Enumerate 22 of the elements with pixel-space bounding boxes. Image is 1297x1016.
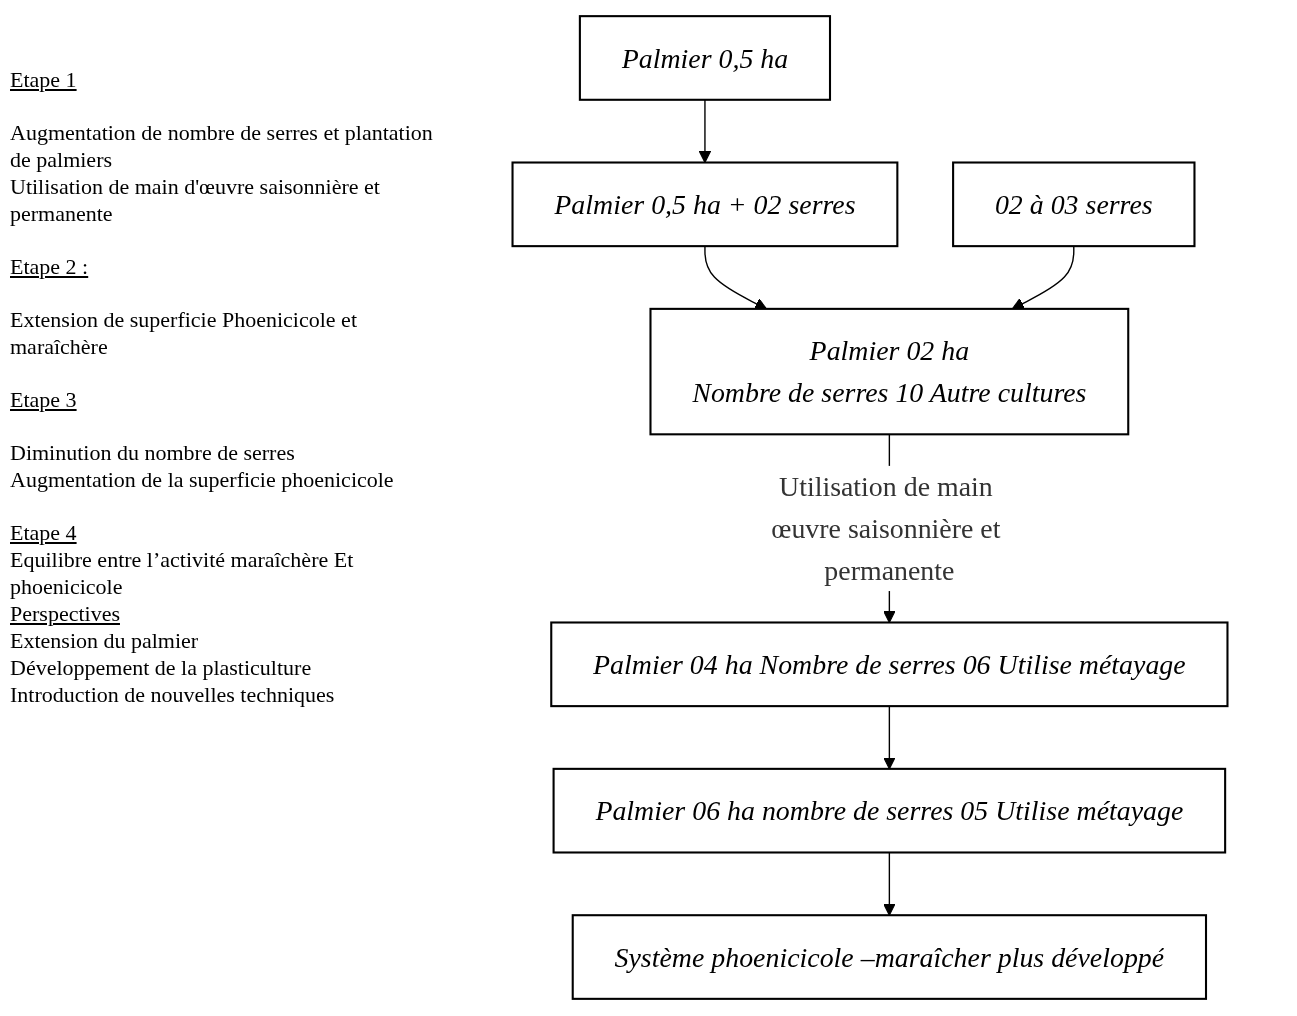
node-box: Système phoenicicole –maraîcher plus développé (571, 914, 1208, 1000)
step-description: Introduction de nouvelles techniques (10, 681, 336, 708)
step-heading: Etape 2 : (10, 253, 90, 280)
node-box: Palmier 04 ha Nombre de serres 06 Utilise métayage (550, 621, 1229, 708)
step-description: Développement de la plasticulture (10, 654, 313, 681)
step-description: Augmentation de la superficie phoenicicole (10, 466, 395, 493)
step-description: Extension du palmier (10, 627, 200, 654)
step-description: Augmentation de nombre de serres et plantation de palmiers (10, 119, 434, 173)
step-description: Utilisation de main d'œuvre saisonnière et permanente (10, 173, 381, 227)
step-description: Diminution du nombre de serres (10, 439, 296, 466)
section-heading: Perspectives (10, 600, 121, 627)
step-description: Equilibre entre l’activité maraîchère Et phoenicicole (10, 546, 355, 600)
step-heading: Etape 4 (10, 519, 78, 546)
step-heading: Etape 1 (10, 66, 78, 93)
edge-label: Utilisation de main œuvre saisonnière et permanente (771, 471, 1001, 586)
step-heading: Etape 3 (10, 386, 78, 413)
node-box: Palmier 0,5 ha + 02 serres (511, 161, 899, 248)
node-box: Palmier 0,5 ha (578, 15, 832, 101)
step-description: Extension de superficie Phoenicicole et maraîchère (10, 306, 358, 360)
node-box: 02 à 03 serres (952, 161, 1196, 248)
node-box: Palmier 02 ha Nombre de serres 10 Autre cultures (649, 307, 1130, 436)
node-box: Palmier 06 ha nombre de serres 05 Utilise métayage (552, 767, 1227, 854)
